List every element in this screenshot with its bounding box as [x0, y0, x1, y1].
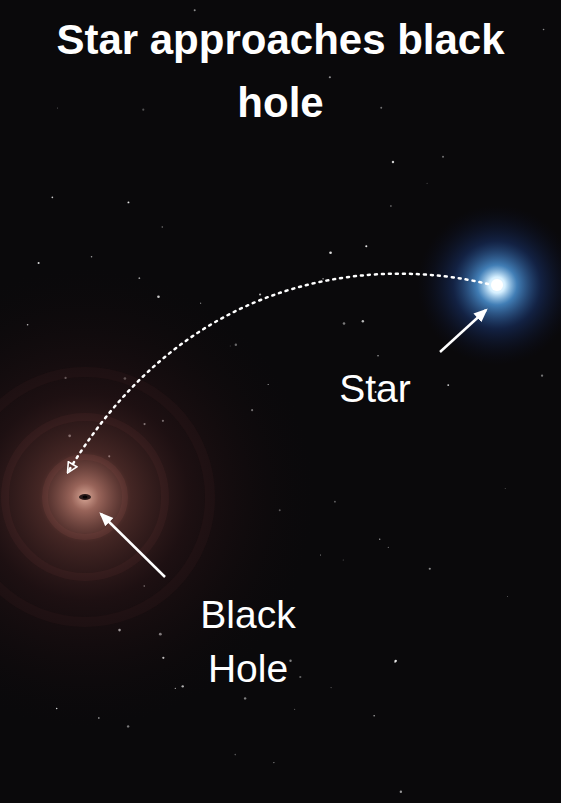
callout-label: Star	[300, 362, 450, 416]
orbit-path	[68, 274, 488, 472]
background-star	[289, 660, 291, 662]
background-star	[395, 660, 397, 662]
background-star	[329, 76, 331, 78]
background-star	[91, 256, 93, 258]
background-star	[365, 245, 367, 247]
background-star	[299, 676, 301, 678]
star	[417, 205, 561, 365]
background-star	[161, 226, 163, 228]
background-star	[543, 29, 545, 31]
background-star	[342, 559, 344, 561]
leader-arrow	[101, 514, 165, 577]
background-star	[447, 384, 449, 386]
background-star	[380, 107, 382, 109]
background-star	[244, 697, 246, 699]
background-star	[373, 715, 374, 716]
background-star	[388, 547, 389, 548]
callout-label: Black Hole	[168, 588, 328, 696]
title: Star approaches black hole	[50, 8, 511, 134]
background-star	[57, 108, 58, 109]
background-star	[390, 205, 392, 207]
background-star	[400, 791, 402, 793]
background-star	[442, 156, 444, 158]
background-star	[273, 762, 274, 763]
background-star	[127, 725, 129, 727]
background-star	[142, 109, 144, 111]
background-star	[334, 501, 336, 503]
background-star	[234, 754, 236, 756]
background-star	[52, 197, 54, 199]
background-star	[504, 488, 506, 490]
background-star	[294, 709, 295, 710]
background-star	[541, 375, 543, 377]
background-star	[379, 539, 380, 540]
background-star	[427, 183, 428, 184]
background-star	[259, 293, 261, 295]
background-star	[319, 554, 321, 556]
background-star	[329, 251, 332, 254]
background-star	[343, 322, 346, 325]
background-star	[377, 355, 378, 356]
background-star	[506, 596, 508, 598]
background-star	[38, 262, 40, 264]
background-star	[429, 568, 431, 570]
leader-arrow	[440, 310, 486, 352]
background-star	[392, 161, 394, 163]
background-star	[362, 320, 364, 322]
background-star	[194, 9, 196, 11]
background-star	[127, 201, 129, 203]
background-star	[322, 278, 324, 280]
background-star	[330, 687, 331, 688]
